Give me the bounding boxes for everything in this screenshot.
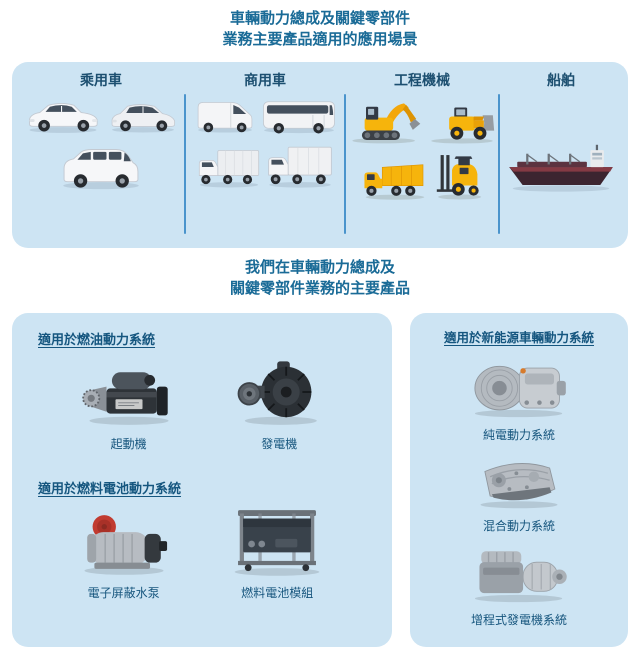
hybrid-powertrain-photo bbox=[480, 462, 558, 508]
application-scenarios-panel: 乘用車 bbox=[12, 62, 628, 248]
vehicle-row bbox=[193, 93, 338, 135]
divider bbox=[184, 94, 186, 234]
vehicle-row bbox=[360, 151, 485, 201]
box-truck-photo bbox=[198, 150, 259, 188]
page-title: 車輛動力總成及關鍵零部件 業務主要產品適用的應用場景 bbox=[0, 8, 640, 50]
product-label: 起動機 bbox=[110, 437, 147, 451]
product-row: 起動機 bbox=[24, 356, 380, 452]
product-label: 混合動力系統 bbox=[482, 518, 555, 533]
products-title-line-1: 我們在車輛動力總成及 bbox=[244, 258, 395, 276]
fuel-cell-system-heading: 適用於燃料電池動力系統 bbox=[38, 482, 182, 497]
category-ships: 船舶 bbox=[500, 70, 622, 242]
hatchback-photo bbox=[111, 104, 175, 133]
product-starter-motor: 起動機 bbox=[79, 356, 179, 452]
product-water-pump: 電子屏蔽水泵 bbox=[73, 507, 175, 601]
water-pump-photo bbox=[84, 515, 167, 575]
excavator-photo bbox=[351, 103, 420, 144]
products-section-title: 我們在車輛動力總成及 關鍵零部件業務的主要產品 bbox=[0, 257, 640, 299]
vehicle-row bbox=[57, 141, 145, 191]
page-title-line-1: 車輛動力總成及關鍵零部件 bbox=[229, 9, 410, 27]
category-commercial-vehicles: 商用車 bbox=[186, 70, 344, 242]
product-hybrid-powertrain: 混合動力系統 bbox=[467, 454, 571, 534]
product-alternator: 發電機 bbox=[233, 356, 325, 452]
new-energy-system-heading: 適用於新能源車輛動力系統 bbox=[443, 330, 594, 345]
divider bbox=[498, 94, 500, 234]
vehicle-row bbox=[506, 93, 616, 242]
minivan-photo bbox=[63, 149, 139, 190]
van-photo bbox=[197, 102, 252, 133]
product-label: 增程式發電機系統 bbox=[470, 613, 567, 628]
fuel-system-heading: 適用於燃油動力系統 bbox=[38, 333, 156, 348]
starter-motor-photo bbox=[81, 372, 169, 425]
divider bbox=[344, 94, 346, 234]
category-label: 乘用車 bbox=[80, 73, 122, 89]
fuel-and-fuel-cell-products-panel: 適用於燃油動力系統 起動機 bbox=[12, 313, 392, 647]
product-label: 燃料電池模組 bbox=[241, 586, 314, 600]
cargo-ship-photo bbox=[509, 144, 613, 192]
product-row: 電子屏蔽水泵 bbox=[24, 505, 380, 601]
pure-electric-powertrain-photo bbox=[474, 365, 566, 417]
category-passenger-vehicles: 乘用車 bbox=[18, 70, 184, 242]
sedan-photo bbox=[28, 103, 98, 133]
product-label: 電子屏蔽水泵 bbox=[87, 586, 160, 600]
product-fuel-cell-module: 燃料電池模組 bbox=[223, 505, 331, 601]
cargo-truck-photo bbox=[267, 146, 332, 188]
product-label: 純電動力系統 bbox=[482, 427, 555, 442]
page-title-line-2: 業務主要產品適用的應用場景 bbox=[222, 30, 418, 48]
vehicle-row bbox=[23, 93, 180, 135]
bus-photo bbox=[262, 101, 335, 134]
category-label: 商用車 bbox=[244, 73, 286, 89]
alternator-photo bbox=[237, 361, 318, 425]
forklift-photo bbox=[436, 155, 481, 200]
vehicle-row bbox=[347, 93, 498, 145]
wheel-loader-photo bbox=[430, 107, 494, 144]
new-energy-products-panel: 適用於新能源車輛動力系統 純電動力系統 bbox=[410, 313, 628, 647]
dump-truck-photo bbox=[363, 164, 424, 200]
product-range-extender-generator: 增程式發電機系統 bbox=[465, 544, 573, 628]
product-pure-electric-powertrain: 純電動力系統 bbox=[465, 359, 573, 443]
vehicle-row bbox=[196, 143, 335, 189]
new-energy-product-list: 純電動力系統 混合動力系統 bbox=[416, 348, 622, 639]
products-title-line-2: 關鍵零部件業務的主要產品 bbox=[229, 279, 410, 297]
product-label: 發電機 bbox=[261, 437, 298, 451]
category-label: 船舶 bbox=[547, 73, 575, 89]
category-label: 工程機械 bbox=[394, 73, 450, 89]
fuel-cell-module-photo bbox=[234, 510, 320, 576]
range-extender-generator-photo bbox=[474, 551, 567, 603]
category-construction-machinery: 工程機械 bbox=[346, 70, 498, 242]
